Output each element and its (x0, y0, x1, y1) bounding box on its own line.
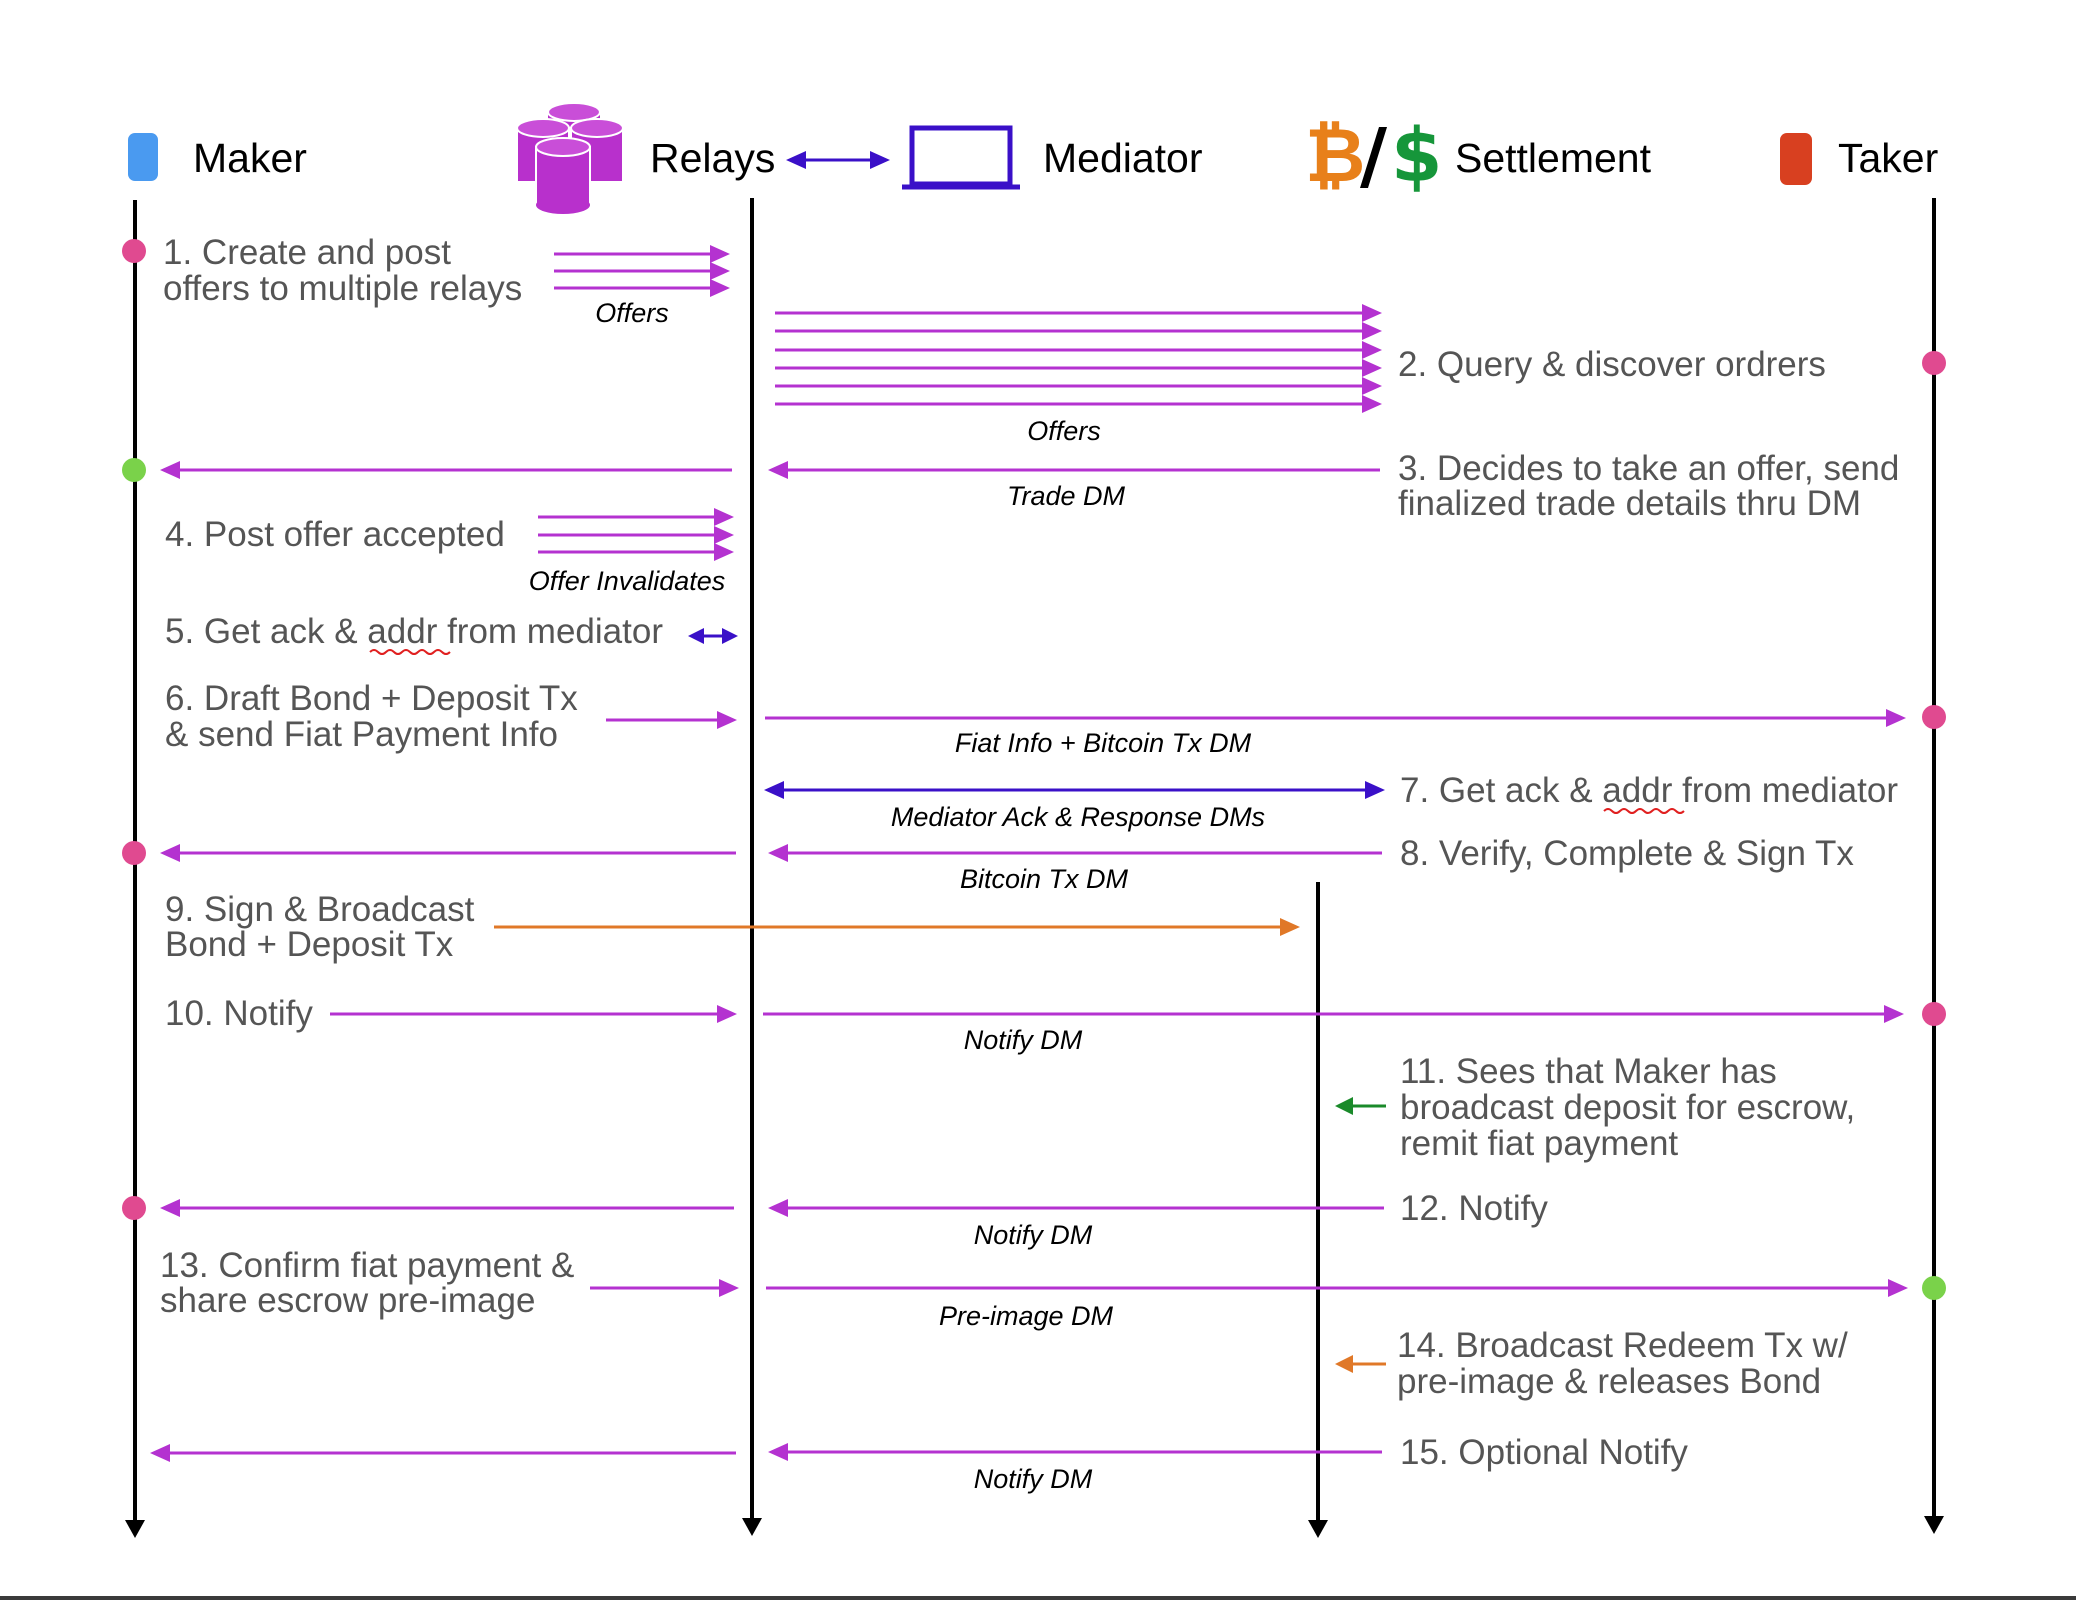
spellcheck-underline-step-5 (369, 649, 451, 655)
bitcoin-icon: ₿ (1305, 113, 1365, 199)
step-5-line-1: 5. Get ack & addr from mediator (165, 612, 663, 651)
step-13-line-1: 13. Confirm fiat payment & (160, 1246, 574, 1285)
event-dot-step-8 (122, 841, 146, 865)
offers-label-1: Offers (595, 298, 669, 328)
participant-mediator: Mediator (902, 125, 1203, 190)
step-7-line-1: 7. Get ack & addr from mediator (1400, 771, 1898, 810)
mediator-title: Mediator (1043, 135, 1203, 181)
maker-lifeline-arrow (125, 1520, 145, 1538)
trade-dm-label: Trade DM (1007, 481, 1126, 511)
redeem-arrow (1335, 1355, 1386, 1373)
event-dot-step-3 (122, 458, 146, 482)
step-14-line-1: 14. Broadcast Redeem Tx w/ (1397, 1326, 1848, 1365)
bitcoin-tx-dm-arrows (160, 844, 1382, 862)
step-11-line-1: 11. Sees that Maker has (1400, 1052, 1777, 1091)
mediator-ack-label: Mediator Ack & Response DMs (891, 802, 1265, 832)
notify-dm-label-12: Notify DM (974, 1220, 1093, 1250)
dollar-icon: $ (1391, 113, 1443, 199)
step-3-line-2: finalized trade details thru DM (1398, 484, 1861, 523)
trade-dm-arrows (160, 461, 1380, 479)
step-13-line-2: share escrow pre-image (160, 1281, 535, 1320)
step-6-line-2: & send Fiat Payment Info (165, 715, 558, 754)
spellcheck-underline-step-7 (1603, 808, 1685, 814)
maker-title: Maker (193, 135, 307, 181)
notify-dm-label-15: Notify DM (974, 1464, 1093, 1494)
taker-lifeline-arrow (1924, 1516, 1944, 1534)
observe-arrow (1335, 1097, 1386, 1115)
step-1-line-2: offers to multiple relays (163, 269, 522, 308)
event-dot-step-10 (1922, 1002, 1946, 1026)
notify-arrows-step-15 (150, 1443, 1382, 1462)
event-dot-step-2 (1922, 351, 1946, 375)
bitcoin-tx-dm-label: Bitcoin Tx DM (960, 864, 1129, 894)
preimage-dm-label: Pre-image DM (939, 1301, 1114, 1331)
step-3-line-1: 3. Decides to take an offer, send (1398, 449, 1899, 488)
event-dot-step-12 (122, 1196, 146, 1220)
participant-settlement: ₿ / $ Settlement (1305, 113, 1652, 199)
step-9-line-1: 9. Sign & Broadcast (165, 890, 475, 929)
bottom-border (0, 1596, 2076, 1600)
offers-arrows-to-relays (554, 245, 730, 297)
settlement-title: Settlement (1455, 135, 1652, 181)
participant-relays: Relays (516, 102, 775, 214)
notify-dm-label-10: Notify DM (964, 1025, 1083, 1055)
step-12-line-1: 12. Notify (1400, 1189, 1548, 1228)
step-11-line-3: remit fiat payment (1400, 1124, 1678, 1163)
taker-title: Taker (1838, 135, 1938, 181)
offer-invalidates-arrows (538, 508, 734, 561)
mediator-ack-arrow (764, 781, 1385, 799)
mediator-link-step-5 (688, 628, 738, 644)
fiat-info-label: Fiat Info + Bitcoin Tx DM (955, 728, 1252, 758)
offers-arrows-to-taker (775, 304, 1382, 413)
notify-arrows-step-12 (160, 1199, 1384, 1217)
step-8-line-1: 8. Verify, Complete & Sign Tx (1400, 834, 1854, 873)
step-14-line-2: pre-image & releases Bond (1397, 1362, 1821, 1401)
event-dot-step-6 (1922, 705, 1946, 729)
notify-arrows-step-10 (330, 1005, 1904, 1023)
broadcast-deposit-arrow (494, 918, 1300, 936)
maker-swatch (128, 133, 158, 181)
step-2-line-1: 2. Query & discover ordrers (1398, 345, 1826, 384)
fiat-info-arrows (606, 709, 1906, 729)
step-15-line-1: 15. Optional Notify (1400, 1433, 1688, 1472)
step-4-line-1: 4. Post offer accepted (165, 515, 505, 554)
participant-taker: Taker (1780, 133, 1938, 185)
step-9-line-2: Bond + Deposit Tx (165, 925, 454, 964)
step-10-line-1: 10. Notify (165, 994, 313, 1033)
laptop-icon (902, 125, 1020, 190)
step-6-line-1: 6. Draft Bond + Deposit Tx (165, 679, 578, 718)
relays-lifeline-arrow (742, 1518, 762, 1536)
offer-invalidates-label: Offer Invalidates (529, 566, 726, 596)
offers-label-2: Offers (1027, 416, 1101, 446)
database-stack-icon (516, 102, 624, 214)
step-1-line-1: 1. Create and post (163, 233, 451, 272)
event-dot-step-13 (1922, 1276, 1946, 1300)
step-11-line-2: broadcast deposit for escrow, (1400, 1088, 1855, 1127)
preimage-arrows (590, 1279, 1908, 1297)
participant-maker: Maker (128, 133, 307, 181)
slash-icon: / (1360, 113, 1388, 199)
relays-title: Relays (650, 135, 775, 181)
relays-mediator-link (786, 151, 890, 169)
event-dot-step-1 (122, 239, 146, 263)
taker-swatch (1780, 133, 1812, 185)
settlement-lifeline-arrow (1308, 1520, 1328, 1538)
